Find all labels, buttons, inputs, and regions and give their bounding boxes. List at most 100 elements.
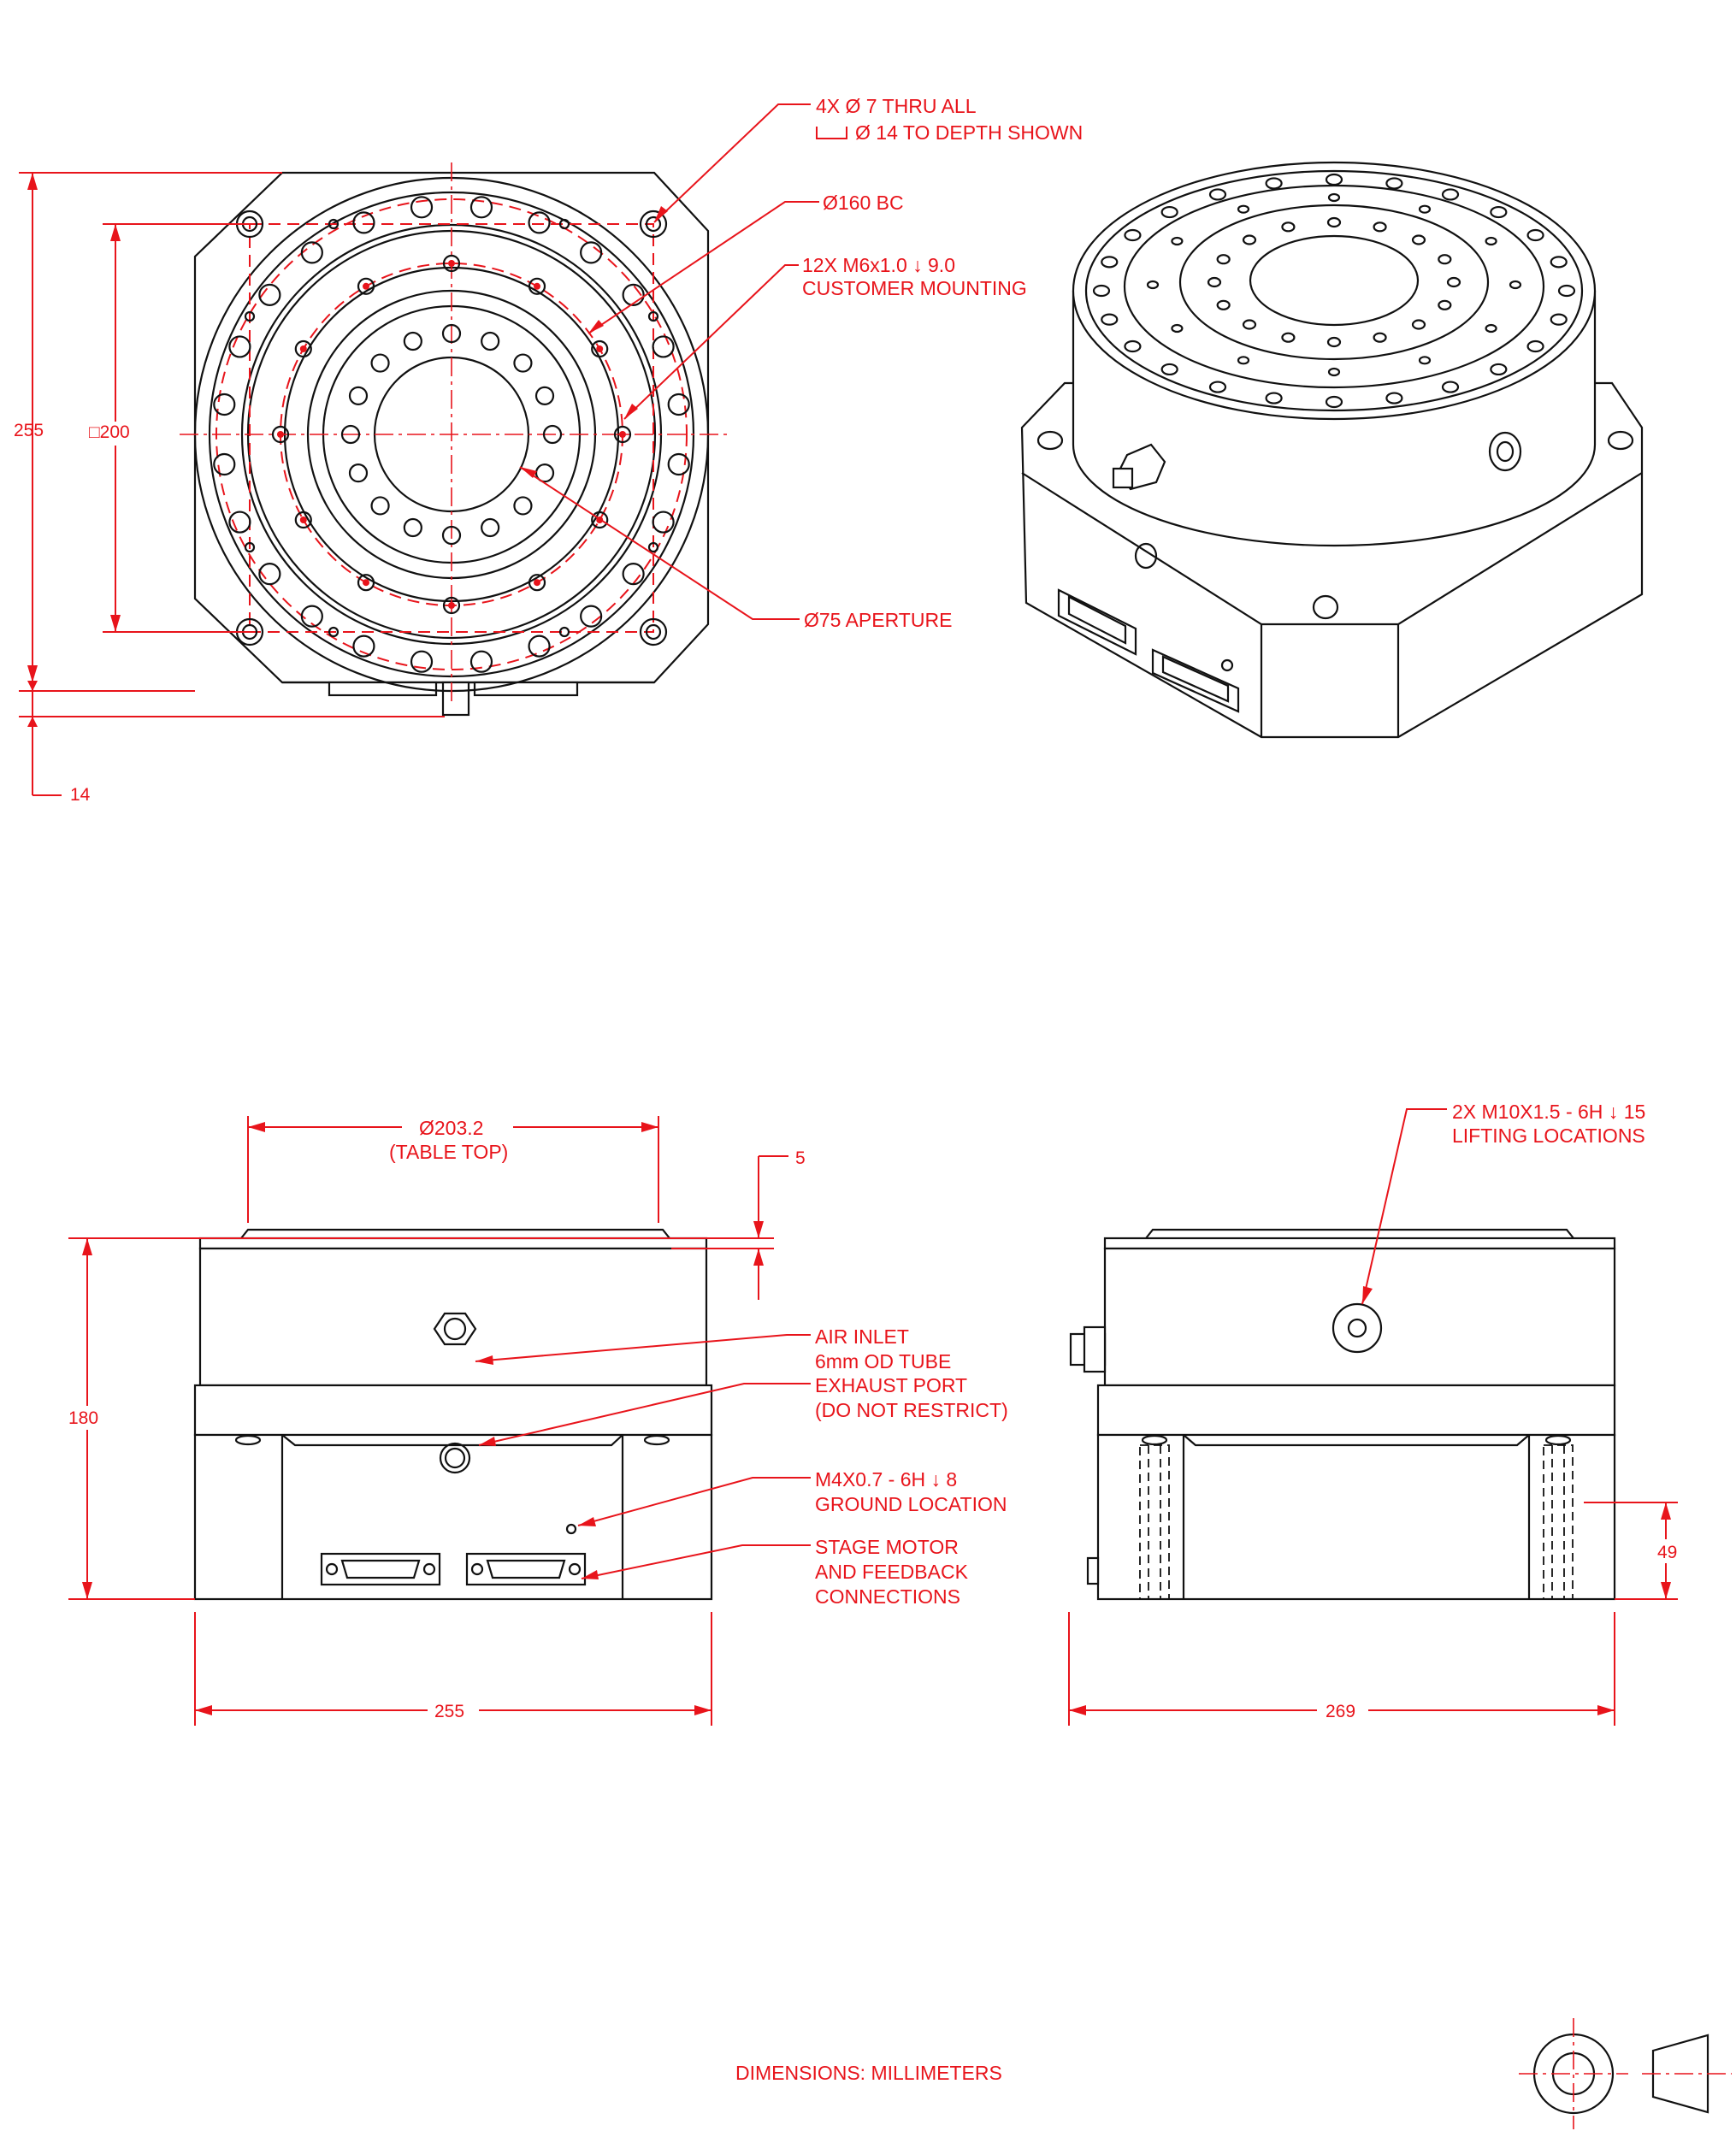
iso-outer-hole: [1550, 313, 1568, 326]
callout-motor-line3: CONNECTIONS: [815, 1585, 960, 1608]
iso-outer-hole: [1490, 205, 1508, 219]
outer-ring-hole: [258, 283, 281, 306]
callout-lifting-line1: 2X M10X1.5 - 6H ↓ 15: [1452, 1101, 1645, 1123]
outer-ring-hole: [300, 241, 323, 264]
units-note: DIMENSIONS: MILLIMETERS: [735, 2062, 1002, 2084]
side-view: [1069, 1228, 1616, 1601]
front-ground-hole: [565, 1523, 577, 1535]
iso-inner-hole: [1438, 254, 1452, 265]
iso-mounting-hole: [1237, 204, 1250, 214]
mounting-hole: [294, 511, 312, 529]
square-pattern-hole: [558, 218, 570, 230]
mounting-hole: [442, 254, 461, 273]
iso-outer-hole: [1160, 363, 1178, 376]
mounting-hole: [613, 425, 632, 444]
side-base: [1096, 1433, 1616, 1601]
callout-exhaust-line1: EXHAUST PORT: [815, 1374, 967, 1396]
callout-air-line2: 6mm OD TUBE: [815, 1350, 951, 1373]
iso-mounting-hole: [1237, 356, 1250, 365]
dim-tabletop-offset: 5: [795, 1148, 806, 1168]
inner-ring-hole: [534, 463, 555, 483]
iso-outer-hole: [1441, 381, 1460, 393]
callout-mounting-line2: CUSTOMER MOUNTING: [802, 277, 1027, 299]
iso-outer-hole: [1557, 284, 1576, 298]
front-exhaust-port: [439, 1442, 471, 1474]
side-middle-band: [1096, 1384, 1616, 1437]
iso-table-holes: [1092, 173, 1576, 409]
mounting-hole-center: [299, 517, 307, 523]
mounting-hole-center: [534, 579, 540, 587]
iso-mounting-hole: [1418, 356, 1432, 365]
corner-thru-hole: [645, 215, 662, 233]
dim-side-lift-height: 49: [1657, 1543, 1677, 1562]
callout-air-line1: AIR INLET: [815, 1325, 909, 1348]
iso-outer-hole: [1526, 339, 1544, 353]
outer-ring-hole: [622, 283, 645, 306]
outer-ring-hole: [410, 650, 434, 673]
mounting-hole: [591, 339, 609, 358]
outer-ring-hole: [469, 650, 493, 673]
callout-thru-holes-line1: 4X Ø 7 THRU ALL: [816, 95, 977, 117]
iso-outer-hole: [1385, 392, 1403, 404]
inner-ring-hole: [513, 353, 533, 373]
outer-ring-hole: [580, 241, 603, 264]
inner-ring-hole: [340, 424, 361, 445]
iso-inner-hole: [1242, 234, 1257, 245]
iso-outer-hole: [1265, 177, 1283, 190]
corner-counterbore: [639, 617, 668, 646]
iso-outer-hole: [1441, 188, 1460, 201]
mounting-hole: [528, 277, 546, 295]
dim-top-connector: 14: [70, 785, 91, 805]
dim-tabletop-label: (TABLE TOP): [389, 1141, 508, 1163]
dim-front-width: 255: [434, 1702, 464, 1721]
mounting-hole-center: [299, 345, 307, 352]
iso-inner-hole: [1207, 276, 1222, 288]
iso-outer-hole: [1092, 284, 1111, 298]
mounting-hole-center: [277, 431, 284, 438]
outer-ring-hole: [258, 563, 281, 586]
iso-outer-hole: [1490, 363, 1508, 376]
top-view: [180, 162, 727, 717]
callout-aperture: Ø75 APERTURE: [804, 609, 952, 631]
outer-ring-hole: [213, 452, 236, 476]
iso-outer-hole: [1208, 381, 1227, 393]
square-pattern-holes: [244, 218, 659, 638]
outer-ring-hole: [528, 211, 551, 234]
front-base: [193, 1433, 713, 1601]
side-lifting-hole: [1332, 1302, 1383, 1354]
square-pattern-hole: [328, 626, 340, 638]
top-view-callouts: 4X Ø 7 THRU ALL Ø 14 TO DEPTH SHOWN Ø160…: [519, 95, 1083, 631]
callout-motor-line2: AND FEEDBACK: [815, 1561, 969, 1583]
mounting-hole: [591, 511, 609, 529]
inner-ring-hole: [542, 424, 563, 445]
inner-ring-hole: [534, 386, 555, 405]
iso-outer-hole: [1208, 188, 1227, 201]
iso-inner-hole: [1216, 254, 1231, 265]
iso-outer-hole: [1550, 256, 1568, 269]
callout-lifting-line2: LIFTING LOCATIONS: [1452, 1125, 1645, 1147]
outer-ring-hole: [667, 393, 690, 416]
mounting-hole-center: [363, 579, 369, 587]
square-pattern-hole: [244, 310, 256, 322]
iso-inner-hole: [1326, 216, 1342, 228]
mounting-square-200: [249, 223, 654, 633]
mounting-hole: [271, 425, 290, 444]
inner-ring-hole: [441, 323, 462, 344]
iso-inner-hole: [1326, 336, 1342, 348]
inner-ring-hole: [481, 331, 500, 351]
mounting-hole-center: [596, 345, 604, 352]
square-pattern-hole: [244, 541, 256, 553]
iso-inner-hole: [1446, 276, 1461, 288]
iso-outer-hole: [1160, 205, 1178, 219]
callout-bolt-circle: Ø160 BC: [823, 192, 904, 214]
mounting-hole: [357, 277, 375, 295]
iso-inner-hole: [1438, 299, 1452, 310]
iso-outer-hole: [1526, 228, 1544, 242]
outer-ring-hole: [228, 335, 251, 358]
callout-ground-line1: M4X0.7 - 6H ↓ 8: [815, 1468, 957, 1491]
dim-tabletop-diameter: Ø203.2: [419, 1117, 483, 1139]
dim-top-height: 255: [14, 421, 44, 440]
outer-ring-holes: [213, 196, 690, 673]
front-table-top: [198, 1237, 708, 1250]
outer-ring-hole: [528, 635, 551, 658]
